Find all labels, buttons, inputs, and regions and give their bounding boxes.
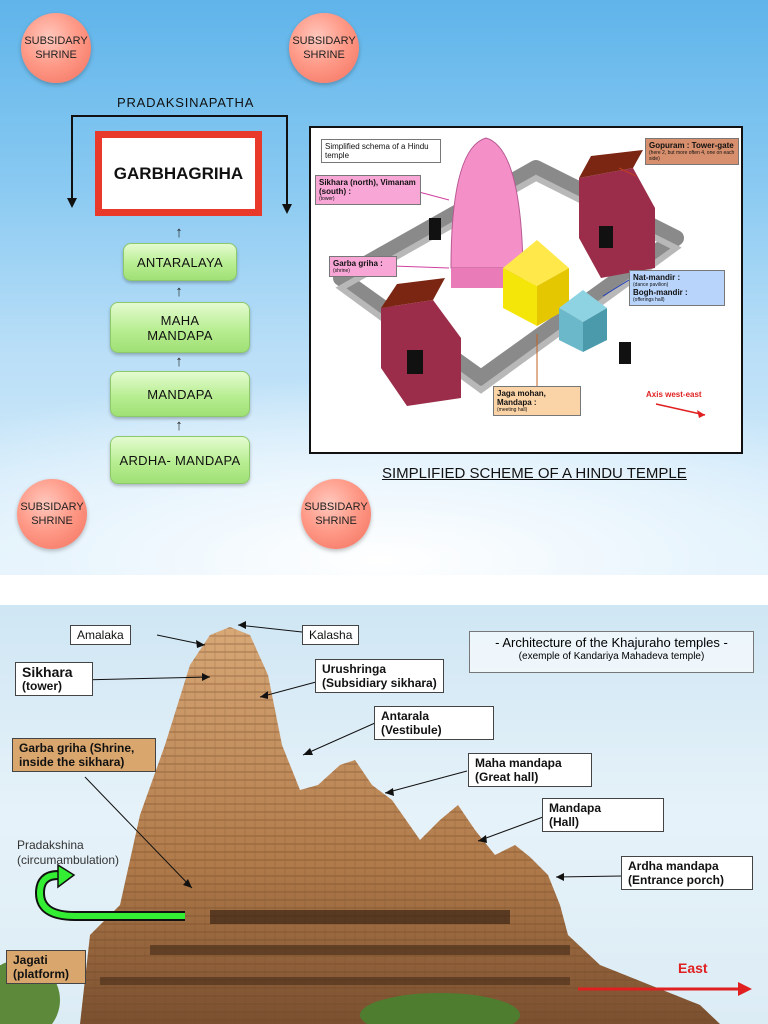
label-maha-mandapa: Maha mandapa(Great hall)	[468, 753, 592, 787]
schema-drawing	[333, 137, 706, 418]
schema-caption: SIMPLIFIED SCHEME OF A HINDU TEMPLE	[382, 465, 687, 482]
khajuraho-heading-box: - Architecture of the Khajuraho temples …	[469, 631, 754, 673]
garbhagriha-label: GARBHAGRIHA	[113, 163, 244, 183]
step-ardha-mandapa: ARDHA- MANDAPA	[110, 436, 250, 484]
arrow-up-icon: ↑	[175, 283, 183, 300]
step-mandapa: MANDAPA	[110, 371, 250, 417]
subsidiary-shrine-top-right: SUBSIDARY SHRINE	[289, 13, 359, 83]
label-ardha-mandapa: Ardha mandapa(Entrance porch)	[621, 856, 753, 890]
schema-axis-label: Axis west-east	[646, 390, 702, 399]
arrow-up-icon: ↑	[175, 224, 183, 241]
garbhagriha-box: GARBHAGRIHA	[95, 131, 262, 216]
schema-label-jaga-mohan: Jaga mohan, Mandapa :(meeting hall)	[493, 386, 581, 416]
label-mandapa: Mandapa(Hall)	[542, 798, 664, 832]
shrine-label-line2: SHRINE	[35, 49, 77, 61]
pradaksinapatha-label: PRADAKSINAPATHA	[117, 95, 255, 110]
step-antaralaya: ANTARALAYA	[123, 243, 237, 281]
label-pradakshina: Pradakshina(circumambulation)	[17, 838, 120, 867]
schema-label-garba: Garba griha :(shrine)	[329, 256, 397, 277]
schema-label-sikhara: Sikhara (north), Vimanam (south) :(tower…	[315, 175, 421, 205]
subsidiary-shrine-bottom-left: SUBSIDARY SHRINE	[17, 479, 87, 549]
khajuraho-heading: - Architecture of the Khajuraho temples …	[495, 635, 728, 650]
arrow-up-icon: ↑	[175, 417, 183, 434]
shrine-label-line1: SUBSIDARY	[20, 501, 84, 513]
shrine-label-line1: SUBSIDARY	[24, 35, 88, 47]
arrow-up-icon: ↑	[175, 353, 183, 370]
shrine-label-line1: SUBSIDARY	[292, 35, 356, 47]
subsidiary-shrine-bottom-right: SUBSIDARY SHRINE	[301, 479, 371, 549]
label-urushringa: Urushringa(Subsidiary sikhara)	[315, 659, 444, 693]
subsidiary-shrine-top-left: SUBSIDARY SHRINE	[21, 13, 91, 83]
label-sikhara: Sikhara(tower)	[15, 662, 93, 696]
shrine-label-line2: SHRINE	[303, 49, 345, 61]
shrine-label-line1: SUBSIDARY	[304, 501, 368, 513]
shrine-label-line2: SHRINE	[315, 515, 357, 527]
khajuraho-temple-illustration	[0, 621, 752, 1024]
step-maha-mandapa: MAHA MANDAPA	[110, 302, 250, 353]
temple-schema-diagram: Simplified schema of a Hindu temple Sikh…	[309, 126, 743, 454]
shrine-label-line2: SHRINE	[31, 515, 73, 527]
pradaksinapatha-path	[67, 115, 292, 214]
label-antarala: Antarala(Vestibule)	[374, 706, 494, 740]
top-slide: SUBSIDARY SHRINE SUBSIDARY SHRINE SUBSIDAR…	[0, 0, 768, 575]
label-kalasha: Kalasha	[302, 625, 360, 645]
bottom-slide: - Architecture of the Khajuraho temples …	[0, 605, 768, 1024]
khajuraho-subheading: (exemple of Kandariya Mahadeva temple)	[518, 651, 705, 662]
schema-label-nat-bogh: Nat-mandir :(dance pavilion)Bogh-mandir …	[629, 270, 725, 306]
label-garba-griha: Garba griha (Shrine,inside the sikhara)	[12, 738, 156, 772]
label-amalaka: Amalaka	[70, 625, 131, 645]
schema-label-gopuram: Gopuram : Tower-gate(here 2, but more of…	[645, 138, 739, 165]
label-east: East	[678, 960, 708, 976]
schema-title: Simplified schema of a Hindu temple	[321, 139, 441, 163]
label-jagati: Jagati(platform)	[6, 950, 86, 984]
